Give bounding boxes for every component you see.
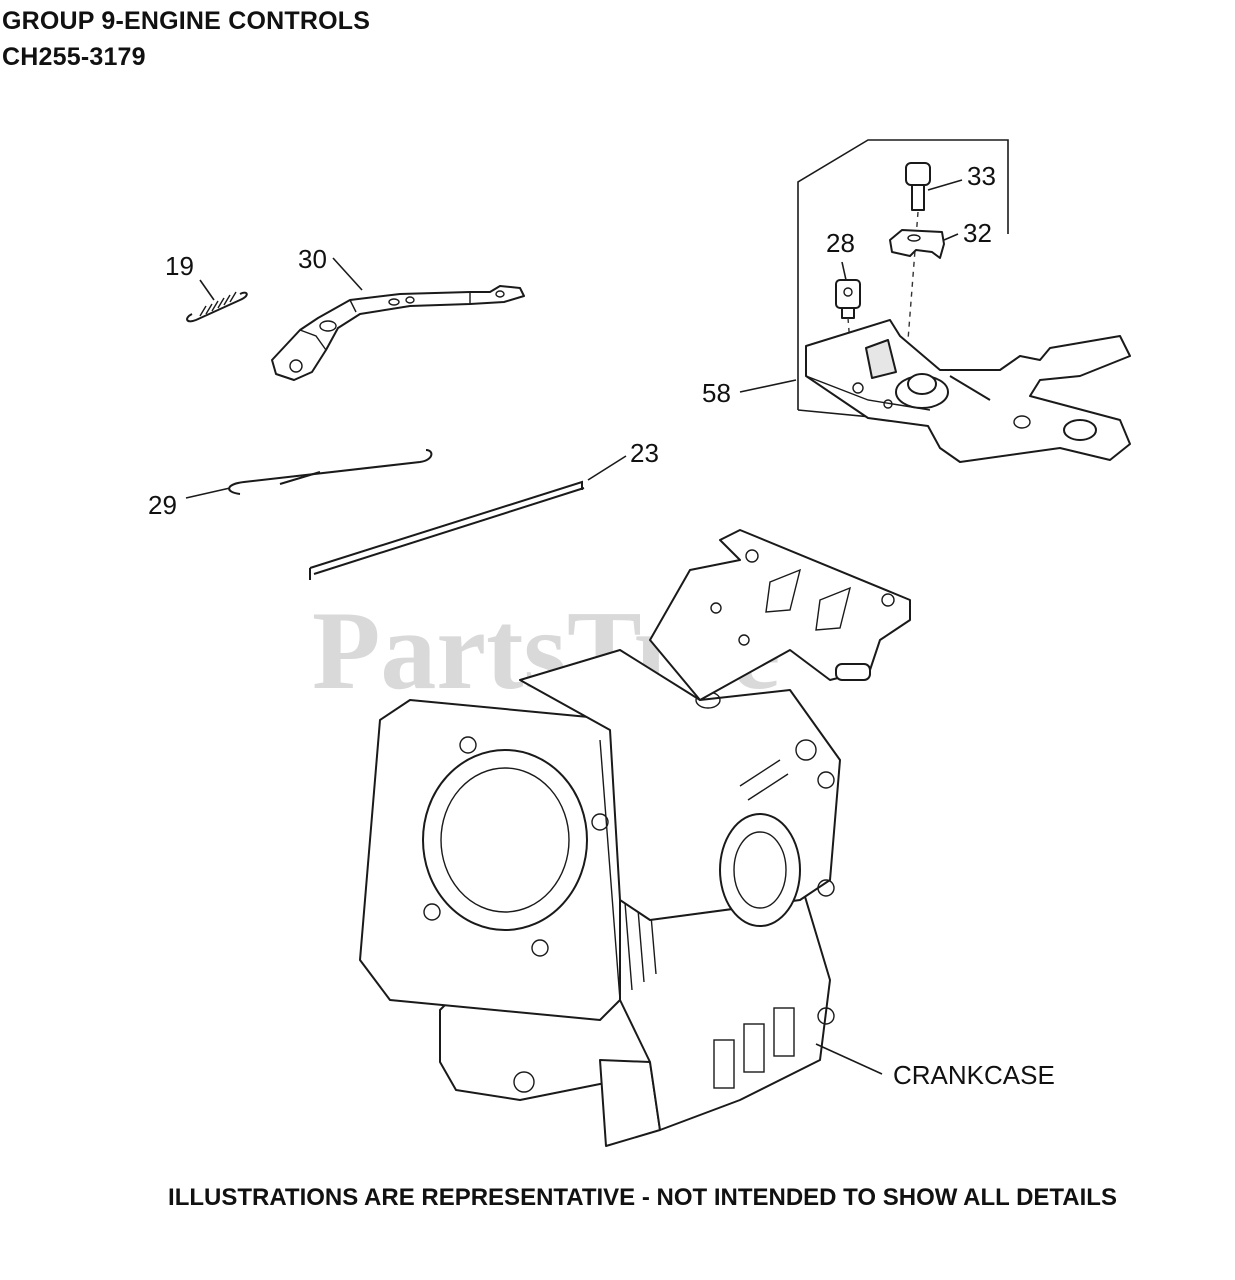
leader-19: [199, 279, 215, 301]
leader-23: [587, 455, 627, 481]
leader-32: [943, 233, 959, 241]
exploded-parts-diagram: PartsTree 19 30 29 23 33: [148, 139, 1131, 1147]
diagram-title: GROUP 9-ENGINE CONTROLS: [2, 7, 371, 35]
callout-32: 32: [963, 218, 992, 248]
leader-58: [739, 379, 797, 393]
callout-23: 23: [630, 438, 659, 468]
callout-33: 33: [967, 161, 996, 191]
callout-29: 29: [148, 490, 177, 520]
part-29-governor-spring[interactable]: [228, 449, 433, 495]
part-33-screw[interactable]: [905, 162, 931, 211]
callout-30: 30: [298, 244, 327, 274]
callout-28: 28: [826, 228, 855, 258]
part-32-clamp[interactable]: [889, 229, 945, 259]
part-28-fitting[interactable]: [835, 279, 861, 319]
leader-29: [185, 487, 231, 499]
leader-28: [841, 261, 847, 281]
callout-19: 19: [165, 251, 194, 281]
callout-crankcase: CRANKCASE: [893, 1060, 1055, 1090]
model-number: CH255-3179: [2, 43, 146, 71]
part-23-throttle-link[interactable]: [309, 480, 585, 580]
crankcase[interactable]: [359, 529, 911, 1147]
disclaimer: ILLUSTRATIONS ARE REPRESENTATIVE - NOT I…: [168, 1184, 1117, 1211]
leader-30: [332, 257, 363, 291]
callout-58: 58: [702, 378, 731, 408]
part-19-spring[interactable]: [186, 291, 248, 323]
part-30-governor-lever[interactable]: [271, 285, 525, 381]
part-58-control-bracket[interactable]: [805, 319, 1131, 463]
leader-33: [927, 179, 963, 191]
leader-crankcase: [815, 1043, 883, 1075]
assembly-frame: [797, 139, 1009, 410]
